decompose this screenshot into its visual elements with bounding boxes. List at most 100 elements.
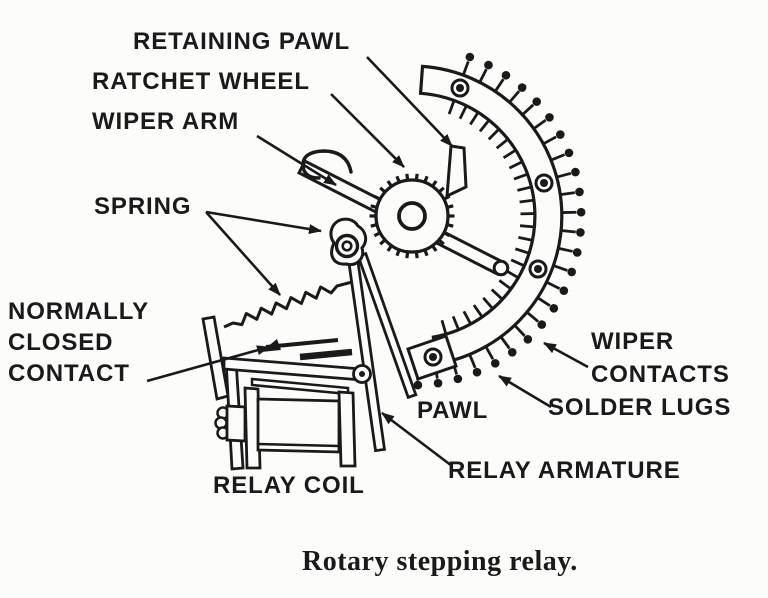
contact-pin <box>522 103 535 115</box>
solder-lug-dot <box>517 83 527 92</box>
coil-body <box>256 397 341 454</box>
contact-pin <box>537 297 551 307</box>
solder-lug-pins <box>413 52 586 390</box>
label-contact: CONTACT <box>8 360 130 387</box>
wiper-arm-hook <box>301 149 353 180</box>
frame-top-plate <box>222 356 364 382</box>
solder-lug-dot <box>575 187 584 197</box>
figure-caption: Rotary stepping relay. <box>302 546 578 577</box>
contact-pin <box>559 247 573 253</box>
solder-lug-dot <box>576 207 586 217</box>
contact-pin <box>485 346 495 360</box>
wiper-contact-bank <box>406 52 586 390</box>
contact-pin <box>500 336 511 350</box>
contact-tick <box>440 319 448 334</box>
inner-tick-marks <box>440 100 535 334</box>
gear-tooth <box>446 204 454 209</box>
solder-lug-dot <box>572 248 582 257</box>
solder-lug-dot <box>549 303 559 313</box>
contact-tick <box>519 224 534 229</box>
gear-tooth <box>431 244 438 252</box>
rivet <box>450 78 470 98</box>
gear-tooth <box>405 173 410 181</box>
contact-tick <box>472 304 483 317</box>
gear-tooth <box>423 249 429 257</box>
leader-spring-lower <box>205 211 281 296</box>
contact-tick <box>487 128 500 141</box>
contact-tick <box>482 296 494 309</box>
contact-tick <box>510 258 525 267</box>
gear-tooth <box>405 251 410 259</box>
label-normally-closed-contact: NORMALLY CLOSED CONTACT <box>8 296 149 389</box>
spring-coil <box>223 280 353 329</box>
gear-tooth <box>370 223 378 228</box>
solder-lug-dot <box>537 320 547 329</box>
gear-tooth <box>414 251 419 259</box>
contact-tick <box>462 310 472 324</box>
gear-tooth <box>431 180 438 188</box>
contact-tick <box>498 279 512 290</box>
label-spring: SPRING <box>94 193 192 220</box>
leader-relay-armature <box>381 411 453 468</box>
retaining-pawl-part <box>445 144 468 199</box>
label-relay-armature: RELAY ARMATURE <box>448 457 681 484</box>
label-normally: NORMALLY <box>8 298 149 325</box>
contact-tick <box>478 120 490 133</box>
coil-core <box>225 404 247 443</box>
label-closed: CLOSED <box>8 329 114 356</box>
solder-lug-dot <box>545 113 554 122</box>
contact-tick <box>502 149 516 159</box>
contact-tick <box>490 288 503 300</box>
contact-pin <box>551 153 566 161</box>
gear-tooth <box>386 180 393 188</box>
solder-lug-dot <box>559 286 569 295</box>
solder-lug-dot <box>555 130 565 139</box>
solder-lug-dot <box>507 347 517 357</box>
solder-lug-dot <box>576 228 585 237</box>
label-wiper-arm: WIPER ARM <box>92 108 240 135</box>
label-solder-lugs: SOLDER LUGS <box>548 394 732 421</box>
leader-normally-closed-contact <box>146 345 270 383</box>
gear-tooth <box>379 238 387 246</box>
contact-pin <box>554 264 568 272</box>
gear-tooth <box>395 249 401 257</box>
contact-pin <box>533 118 547 130</box>
contact-tick <box>519 198 534 204</box>
bobbin-left-flange <box>243 386 262 470</box>
contact-tick <box>451 315 460 330</box>
gear-tooth <box>395 175 401 183</box>
gear-tooth <box>446 223 454 228</box>
normally-closed-contact-leaves <box>261 338 353 361</box>
leader-spring-upper <box>205 210 322 234</box>
solder-lug-dot <box>490 359 500 368</box>
leader-wiper-arm <box>256 134 337 187</box>
contact-pin <box>561 191 576 196</box>
leader-ratchet-wheel <box>330 93 405 168</box>
gear-tooth <box>423 175 429 183</box>
rivet <box>423 347 443 367</box>
contact-pin <box>546 281 561 290</box>
gear-tooth <box>437 186 445 194</box>
leader-wiper-contacts <box>543 341 589 369</box>
label-retaining-pawl: RETAINING PAWL <box>133 28 351 55</box>
bobbin-top-bar <box>250 377 350 396</box>
wiper-arm-foot <box>492 259 510 277</box>
contact-tick <box>508 160 523 170</box>
leader-retaining-pawl <box>366 56 453 147</box>
rivet <box>534 173 554 193</box>
solder-lug-dot <box>413 380 423 390</box>
rivet <box>528 259 548 279</box>
contact-pin <box>478 68 488 82</box>
contact-pin <box>509 90 521 103</box>
contact-tick <box>513 173 528 181</box>
contact-pin <box>562 229 576 234</box>
solder-lug-dot <box>465 52 475 62</box>
gear-tooth <box>370 204 378 209</box>
contact-tick <box>514 247 529 255</box>
contact-tick <box>518 236 532 242</box>
contact-pin <box>543 135 557 145</box>
gear-tooth <box>373 231 381 238</box>
label-contacts: CONTACTS <box>591 361 730 388</box>
